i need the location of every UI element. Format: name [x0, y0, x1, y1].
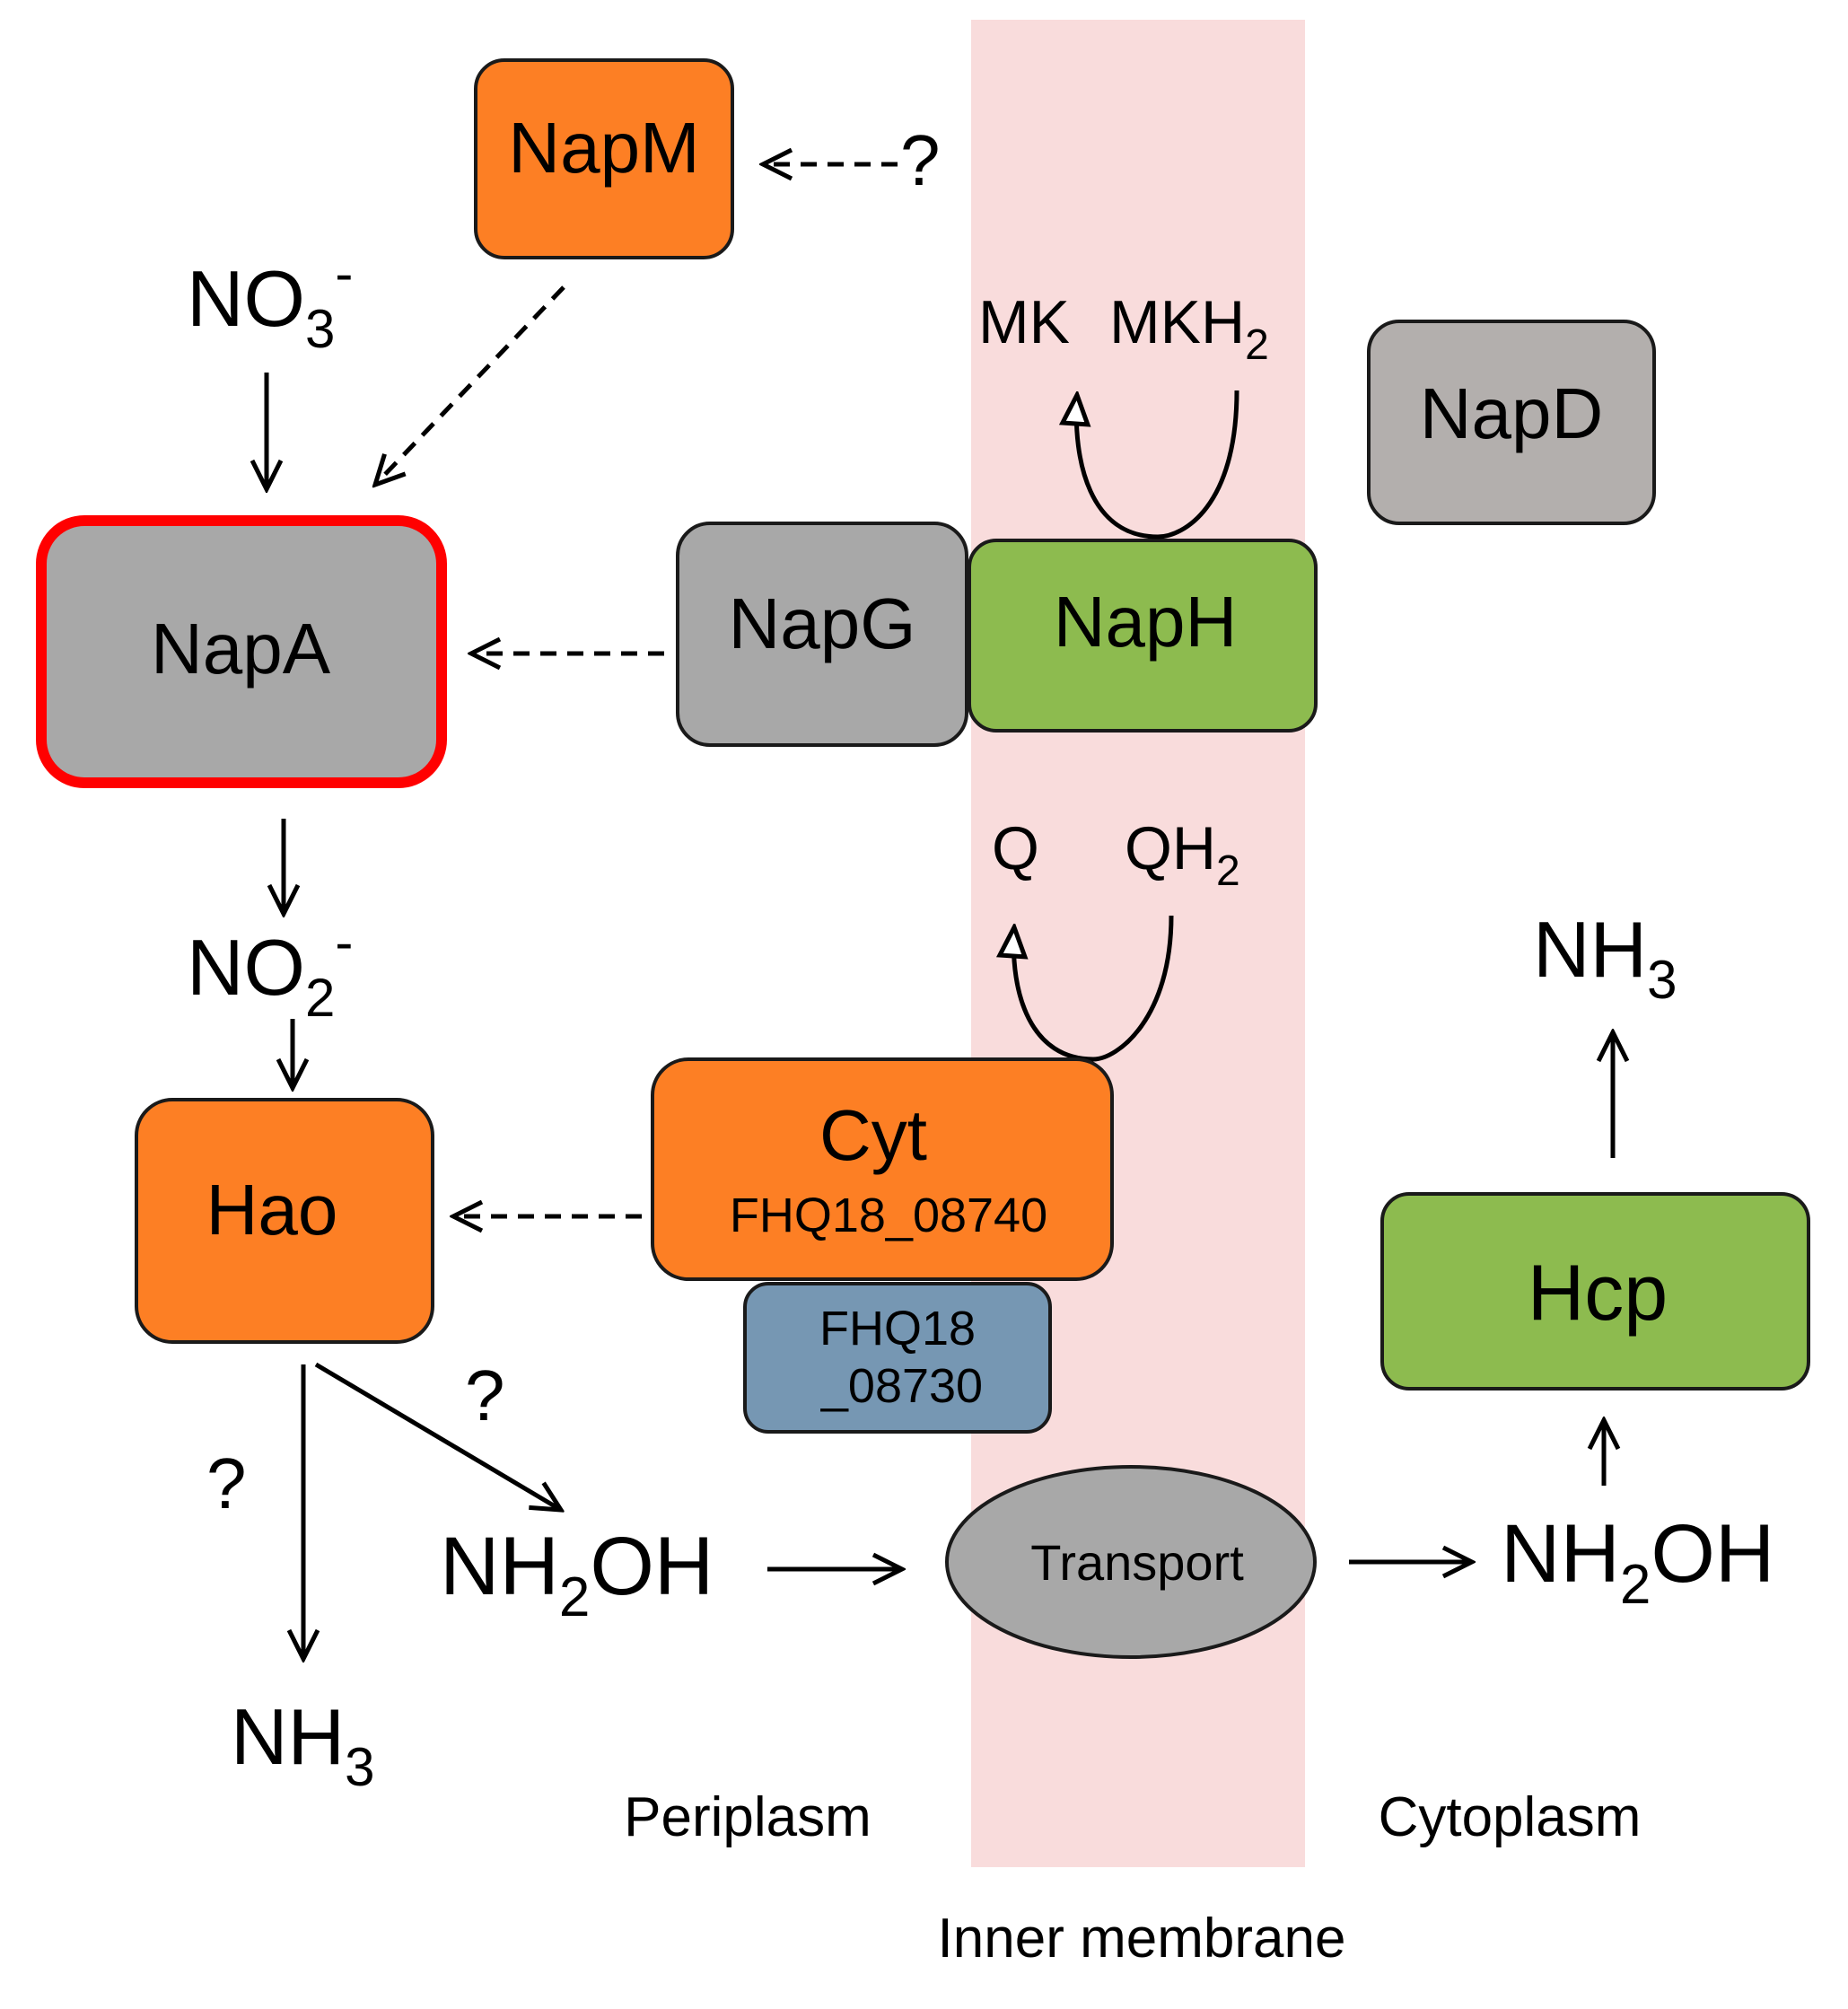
- napm-box: [474, 58, 734, 259]
- transport-label: Transport: [1030, 1534, 1244, 1591]
- nitrate-label: NO3-: [187, 243, 353, 359]
- ammonia-periplasm-label: NH3: [231, 1692, 374, 1797]
- quinone-label: Q: [992, 814, 1039, 882]
- cyt-box: [651, 1057, 1114, 1281]
- hao-ammonia-question-mark: ?: [206, 1443, 247, 1523]
- hao-box: [135, 1098, 434, 1344]
- fhq18-08730-line1: FHQ18: [819, 1302, 976, 1355]
- ammonia-cytoplasm-label: NH3: [1533, 905, 1677, 1010]
- quinol-label: QH2: [1125, 814, 1240, 895]
- napg-box: [676, 522, 968, 747]
- fhq18-08730-box: [743, 1282, 1052, 1434]
- hydroxylamine-periplasm-label: NH2OH: [440, 1521, 714, 1628]
- cytoplasm-label: Cytoplasm: [1379, 1786, 1642, 1848]
- hao-hydroxylamine-question-mark: ?: [465, 1355, 505, 1435]
- q-redox-curve: [1013, 915, 1174, 1062]
- hao-to-hydroxylamine-arrow: [314, 1362, 561, 1510]
- inner-membrane-label: Inner membrane: [938, 1908, 1346, 1970]
- hao-label: Hao: [206, 1170, 338, 1250]
- nitrite-label: NO2-: [187, 912, 353, 1028]
- naph-box: [968, 539, 1318, 733]
- napd-label: NapD: [1420, 373, 1604, 453]
- napm-label: NapM: [508, 108, 699, 188]
- napg-label: NapG: [729, 583, 916, 663]
- cyt-title: Cyt: [819, 1095, 927, 1175]
- napd-box: [1367, 320, 1656, 525]
- naph-label: NapH: [1054, 582, 1238, 662]
- napa-box: [36, 515, 447, 788]
- periplasm-label: Periplasm: [624, 1786, 871, 1848]
- hydroxylamine-cytoplasm-label: NH2OH: [1501, 1508, 1774, 1616]
- hcp-box: [1380, 1192, 1810, 1391]
- napm-question-mark: ?: [900, 120, 941, 200]
- fhq18-08730-line2: _08730: [820, 1359, 983, 1413]
- menaquinone-label: MK: [978, 288, 1070, 356]
- hcp-label: Hcp: [1528, 1248, 1668, 1337]
- mk-redox-curve: [1076, 390, 1239, 540]
- menaquinol-label: MKH2: [1109, 288, 1269, 369]
- cyt-locus: FHQ18_08740: [730, 1189, 1047, 1242]
- napa-label: NapA: [151, 609, 331, 689]
- transport-ellipse: [945, 1465, 1317, 1659]
- napm-to-napa-arrow: [375, 285, 565, 485]
